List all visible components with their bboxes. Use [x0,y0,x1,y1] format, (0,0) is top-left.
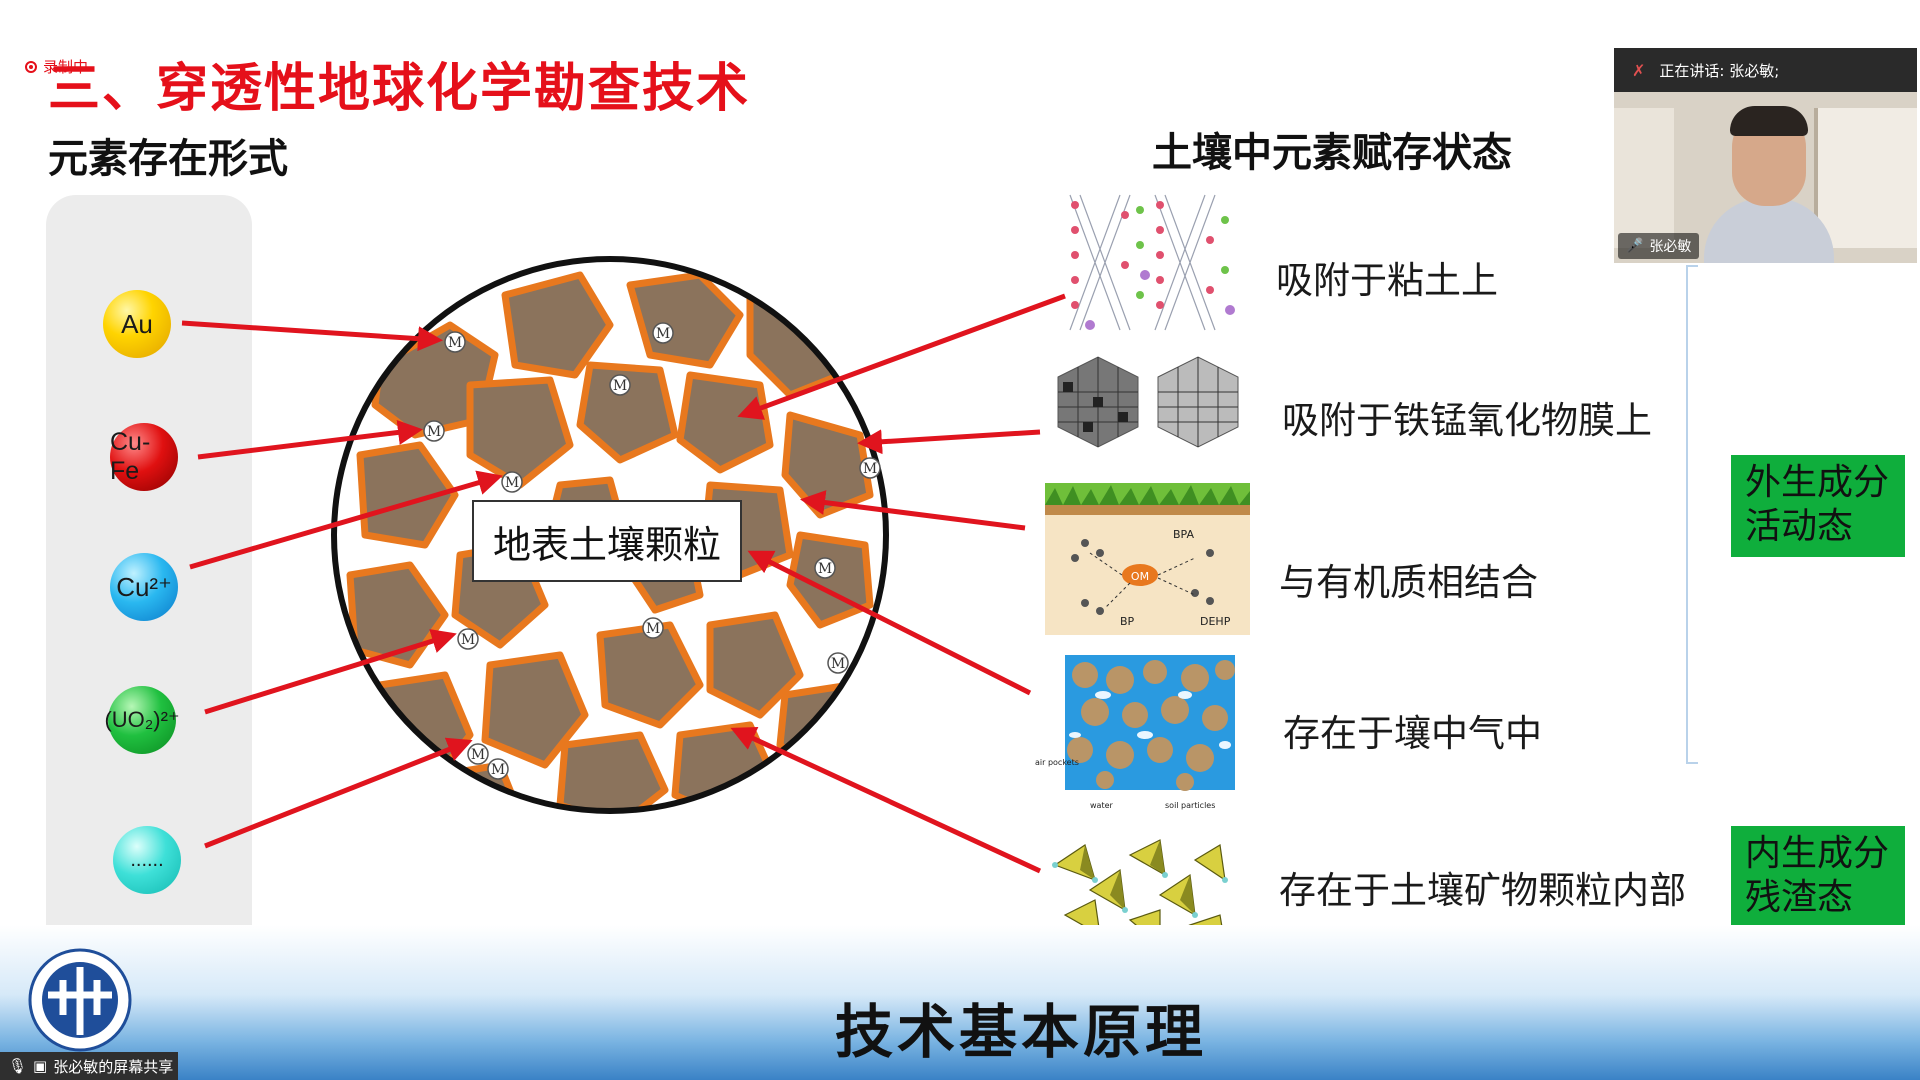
exogenous-line2: 活动态 [1745,506,1854,547]
arrow-au [181,320,443,352]
water-label: water [1090,801,1114,810]
recording-label: 录制中 [43,58,89,76]
fe-mn-oxide-figure [1038,352,1253,470]
endogenous-line2: 残渣态 [1745,877,1854,918]
slide-title: 三、穿透性地球化学勘查技术 [48,59,751,119]
state-soil-gas: 存在于壤中气中 [1283,712,1542,755]
china-geological-survey-logo [28,948,132,1052]
element-more-ball: ...... [113,826,181,894]
screen-share-label: 张必敏的屏幕共享 [53,1057,174,1076]
svg-text:M: M [831,656,845,672]
arrow-uo2 [204,629,457,715]
arrow-organic [800,490,1026,531]
clay-adsorption-figure [1060,185,1240,340]
dehp-label: DEHP [1200,615,1231,628]
metal-marker: M [501,471,523,493]
speaking-bar: ✗ 正在讲话: 张必敏; [1614,48,1917,92]
soil-particles-label: soil particles [1165,801,1215,810]
metal-marker: M [814,557,836,579]
exogenous-active-box: 外生成分 活动态 [1731,455,1905,557]
svg-text:M: M [505,475,519,491]
arrow-cu [189,470,503,570]
metal-marker: M [859,457,881,479]
record-icon [25,60,37,73]
metal-marker: M [642,617,664,639]
state-clay: 吸附于粘土上 [1276,259,1498,302]
arrow-clay [737,293,1066,420]
arrow-cufe [197,420,423,460]
metal-marker: M [444,331,466,353]
right-heading: 土壤中元素赋存状态 [1152,130,1512,176]
speaker-video-tile[interactable]: ✗ 正在讲话: 张必敏; 🎤 张必敏 [1614,48,1917,263]
video-person-hair [1730,106,1808,136]
element-uo2-ball: (UO₂)²⁺ [104,686,180,754]
svg-text:M: M [818,561,832,577]
arrow-soil-gas [747,550,1032,696]
endogenous-line1: 内生成分 [1745,833,1890,874]
participant-name-tag: 🎤 张必敏 [1618,233,1700,259]
metal-marker: M [487,758,509,780]
arrow-mineral [730,727,1042,874]
metal-marker: M [423,420,445,442]
svg-text:M: M [656,326,670,342]
state-mineral-interior: 存在于土壤矿物颗粒内部 [1279,869,1686,912]
arrow-more [204,737,473,849]
footer-wave [0,925,1920,1080]
video-bookshelf [1814,108,1917,248]
element-au-ball: Au [103,290,171,358]
footer-title: 技术基本原理 [835,998,1208,1066]
organic-matter-figure: OM BPA BP DEHP [1045,483,1250,635]
exogenous-line1: 外生成分 [1745,462,1890,503]
arrow-fe-mn [857,429,1041,455]
om-label: OM [1131,570,1149,583]
svg-text:M: M [471,747,485,763]
mic-icon: 🎙 [8,1057,28,1075]
metal-marker: M [652,322,674,344]
endogenous-residual-box: 内生成分 残渣态 [1731,826,1905,928]
state-organic: 与有机质相结合 [1279,561,1538,604]
svg-text:M: M [461,632,475,648]
center-label: 地表土壤颗粒 [472,500,742,582]
air-pockets-label: air pockets [1035,758,1079,767]
speaking-label: 正在讲话: 张必敏; [1659,61,1780,80]
svg-text:M: M [491,762,505,778]
svg-text:M: M [448,335,462,351]
screen-share-bar[interactable]: 🎙 ▣ 张必敏的屏幕共享 [0,1052,178,1080]
video-shelf-left [1614,108,1674,248]
recording-indicator: 录制中 [25,56,88,77]
muted-mic-icon: ✗ [1632,60,1646,80]
metal-marker: M [457,628,479,650]
svg-text:M: M [613,378,627,394]
bp-label: BP [1120,615,1135,628]
metal-marker: M [609,374,631,396]
metal-marker: M [827,652,849,674]
svg-text:M: M [427,424,441,440]
svg-text:M: M [863,461,877,477]
metal-marker: M [467,743,489,765]
left-heading: 元素存在形式 [48,136,288,182]
screen-share-icon: ▣ [33,1057,48,1075]
soil-air-figure: air pockets water soil particles [1035,655,1235,810]
element-cu-ball: Cu²⁺ [110,553,178,621]
grouping-bracket [1686,265,1698,764]
state-fe-mn-oxide: 吸附于铁锰氧化物膜上 [1282,399,1652,442]
mic-icon: 🎤 [1626,238,1644,254]
svg-text:M: M [646,621,660,637]
bpa-label: BPA [1173,528,1194,541]
participant-name: 张必敏 [1649,239,1692,255]
